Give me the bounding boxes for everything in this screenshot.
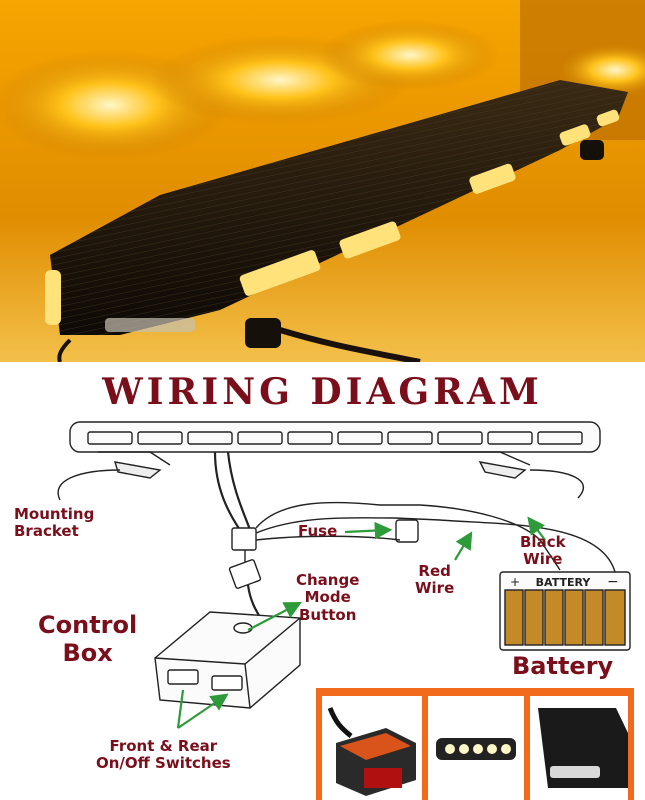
inset-led-module-photo [428, 696, 524, 800]
light-bar-outline [69, 421, 601, 453]
change-mode-arrow [247, 601, 302, 631]
label-control-box: Control Box [38, 611, 138, 667]
label-fuse: Fuse [298, 522, 338, 540]
label-battery: Battery [512, 652, 614, 680]
product-photo [0, 0, 645, 362]
inset-control-box-photo [322, 696, 422, 800]
control-box-drawing [154, 611, 301, 709]
inset-photos [316, 688, 634, 800]
battery-minus-terminal: − [607, 574, 619, 590]
label-switches: Front & Rear On/Off Switches [96, 737, 231, 773]
switches-arrow [176, 690, 225, 729]
battery-plus-terminal: + [510, 575, 520, 589]
black-wire-arrow [527, 516, 546, 541]
inset-bar-end-photo [530, 696, 628, 800]
label-change-mode-button: Change Mode Button [296, 571, 360, 624]
mounting-bracket-left [57, 451, 171, 501]
battery-drawing: + − [499, 571, 631, 651]
mounting-bracket-right [440, 451, 585, 499]
label-black-wire: Black Wire [520, 533, 566, 569]
diagram-title: WIRING DIAGRAM [102, 371, 543, 413]
battery-case-label: BATTERY [536, 576, 592, 589]
label-red-wire: Red Wire [415, 562, 455, 598]
red-wire-arrow [454, 531, 473, 561]
fuse-arrow [344, 521, 393, 540]
wiring-diagram: + − BATTERY [57, 421, 631, 729]
label-mounting-bracket: Mounting Bracket [14, 505, 95, 541]
